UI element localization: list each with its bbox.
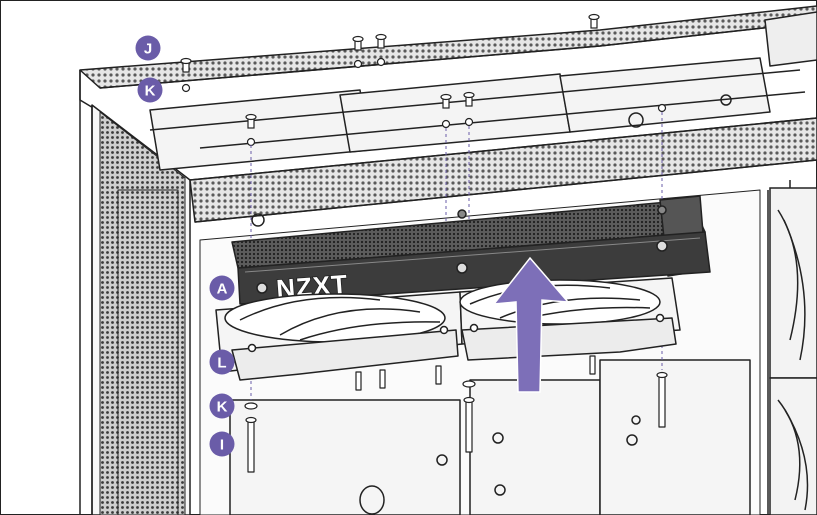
screw-top-7 — [463, 91, 475, 107]
callout-a: A — [209, 275, 235, 301]
screw-top-3 — [375, 33, 387, 49]
top-screws — [180, 13, 667, 147]
callout-j-top: J — [135, 35, 161, 61]
callout-circle — [209, 431, 235, 457]
radiator — [231, 195, 711, 305]
side-fans — [769, 187, 817, 515]
callout-k-top: K — [137, 77, 163, 103]
screw-top-4 — [588, 13, 600, 29]
up-arrow-icon — [492, 256, 570, 393]
callout-label-l: L — [217, 355, 226, 372]
alignment-guides — [250, 112, 663, 400]
callout-circle — [209, 349, 235, 375]
callout-label-k-top: K — [145, 83, 156, 100]
case-frame — [79, 5, 817, 515]
callout-label-j: J — [144, 41, 152, 58]
callout-circle — [137, 77, 163, 103]
callout-circle — [209, 275, 235, 301]
callout-k-bottom: K — [209, 393, 235, 419]
callout-circle — [209, 393, 235, 419]
screw-top-1 — [180, 57, 192, 73]
callout-circle — [135, 35, 161, 61]
callout-label-i: I — [220, 437, 224, 454]
screw-top-6 — [440, 93, 452, 109]
fan-left — [224, 293, 446, 343]
callout-i: I — [209, 431, 235, 457]
callout-label-a: A — [217, 281, 228, 298]
screw-top-5 — [245, 113, 257, 129]
callout-l: L — [209, 349, 235, 375]
callout-label-k-bottom: K — [217, 399, 228, 416]
screw-top-2 — [352, 35, 364, 51]
